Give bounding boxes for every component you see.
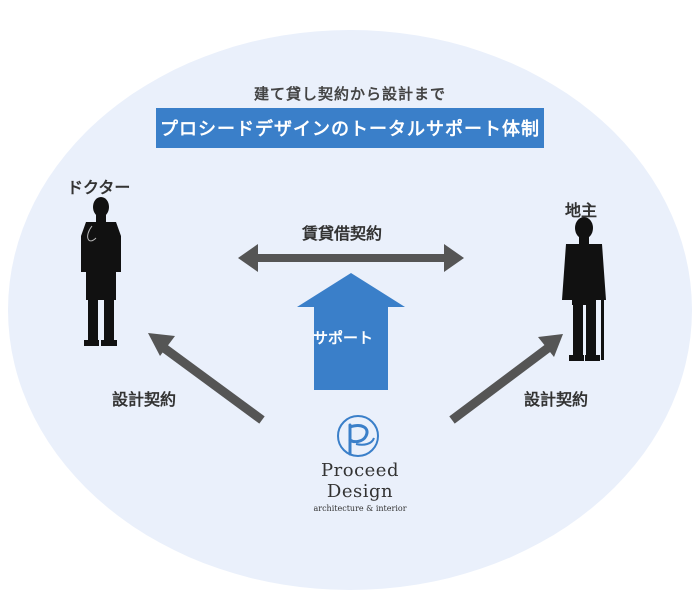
design-contract-right-label: 設計契約	[524, 390, 589, 409]
landowner-label: 地主	[565, 201, 598, 220]
company-tagline: architecture & interior	[313, 504, 407, 513]
landowner-silhouette	[562, 217, 606, 361]
proceed-design-logo-mark	[337, 415, 379, 457]
design-arrow-right	[449, 334, 563, 424]
subtitle: 建て貸し契約から設計まで	[253, 85, 446, 103]
banner-text: プロシードデザインのトータルサポート体制	[160, 119, 540, 140]
support-label: サポート	[313, 329, 374, 347]
design-arrow-left	[148, 333, 265, 424]
lease-contract-label: 賃貸借契約	[302, 224, 383, 243]
lease-double-arrow	[238, 244, 464, 272]
company-name: Proceed Design	[321, 460, 399, 502]
design-contract-left-label: 設計契約	[112, 390, 177, 409]
title-banner: プロシードデザインのトータルサポート体制	[156, 108, 544, 148]
doctor-label: ドクター	[67, 178, 131, 197]
support-arrow	[297, 273, 405, 390]
company-logo: Proceed Design architecture & interior	[290, 458, 430, 513]
doctor-silhouette	[81, 197, 121, 346]
